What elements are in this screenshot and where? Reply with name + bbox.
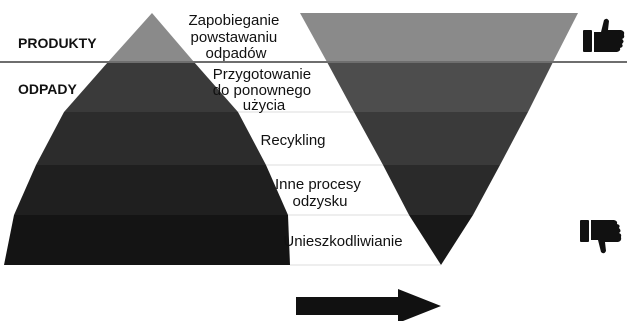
level-label-4-line-2: odzysku bbox=[292, 193, 347, 210]
level-label-4: Inne procesy odzysku bbox=[275, 176, 365, 210]
level-label-5: Unieszkodliwianie bbox=[283, 233, 402, 250]
right-arrow-icon bbox=[296, 289, 441, 321]
level-label-5-line-1: Unieszkodliwianie bbox=[283, 233, 402, 250]
level-label-4-line-1: Inne procesy bbox=[275, 176, 361, 193]
pyramid-band-2 bbox=[64, 62, 238, 112]
level-label-2-line-2: do ponownego bbox=[213, 82, 311, 99]
funnel-band-3 bbox=[354, 112, 528, 165]
level-label-1-line-3: odpadów bbox=[206, 45, 267, 62]
pyramid-band-5 bbox=[4, 215, 290, 265]
funnel-band-2 bbox=[327, 62, 553, 112]
level-label-2: Przygotowanie do ponownego użycia bbox=[213, 66, 316, 114]
level-label-1-line-2: powstawaniu bbox=[191, 29, 278, 46]
level-label-1-line-1: Zapobieganie bbox=[188, 12, 279, 29]
level-label-3: Recykling bbox=[260, 132, 325, 149]
funnel-band-4 bbox=[383, 165, 500, 215]
level-label-2-line-3: użycia bbox=[243, 97, 286, 114]
level-label-3-line-1: Recykling bbox=[260, 132, 325, 149]
pyramid-band-4 bbox=[14, 165, 288, 215]
level-rules bbox=[238, 111, 441, 266]
pyramid-band-1 bbox=[108, 13, 194, 62]
inverted-pyramid bbox=[300, 13, 578, 265]
level-label-1: Zapobieganie powstawaniu odpadów bbox=[188, 12, 283, 62]
waste-label: ODPADY bbox=[18, 81, 78, 97]
thumbs-up-icon bbox=[583, 18, 625, 52]
funnel-band-5 bbox=[409, 215, 473, 265]
thumbs-down-icon bbox=[580, 220, 622, 254]
pyramid-band-3 bbox=[36, 112, 266, 165]
products-label: PRODUKTY bbox=[18, 35, 97, 51]
funnel-band-1 bbox=[300, 13, 578, 62]
level-label-2-line-1: Przygotowanie bbox=[213, 66, 311, 83]
pyramid bbox=[4, 13, 290, 265]
